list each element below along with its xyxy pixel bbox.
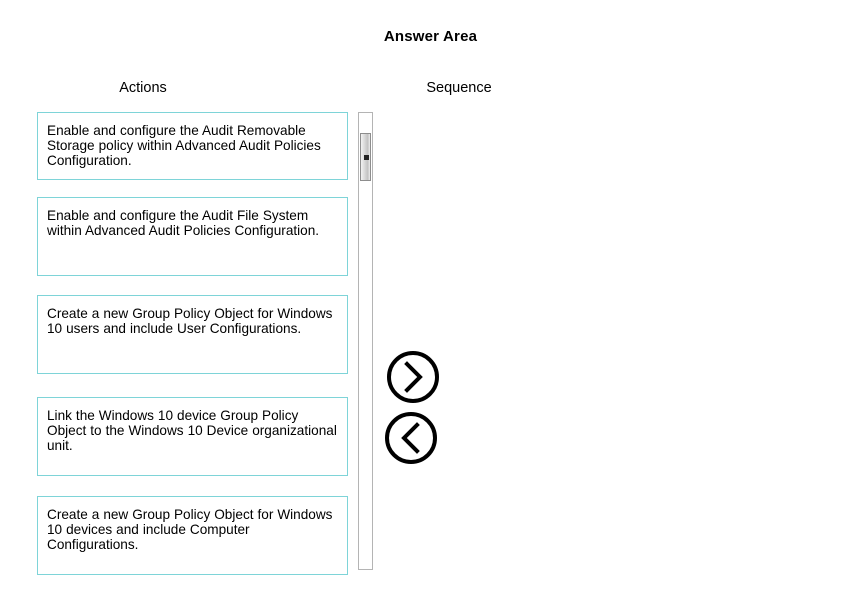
action-item[interactable]: Create a new Group Policy Object for Win… [37,496,348,575]
scrollbar-grip-icon [364,155,369,160]
actions-scrollbar[interactable] [358,112,373,570]
action-item-text: Create a new Group Policy Object for Win… [47,306,333,337]
page-title-text: Answer Area [383,28,478,45]
chevron-right-circle-icon [387,351,439,403]
move-left-button[interactable] [384,411,438,465]
action-item-text: Enable and configure the Audit File Syst… [47,208,320,239]
action-item[interactable]: Enable and configure the Audit Removable… [37,112,348,180]
actions-scrollbar-thumb[interactable] [360,133,371,181]
sequence-drop-area[interactable] [386,112,826,570]
sequence-column-header: Sequence [426,80,492,96]
action-item-text: Link the Windows 10 device Group Policy … [47,408,337,454]
action-item[interactable]: Link the Windows 10 device Group Policy … [37,397,348,476]
action-item[interactable]: Create a new Group Policy Object for Win… [37,295,348,374]
actions-list: Enable and configure the Audit Removable… [37,112,350,575]
action-item-text: Enable and configure the Audit Removable… [47,123,321,169]
move-right-button[interactable] [386,350,440,404]
action-item[interactable]: Enable and configure the Audit File Syst… [37,197,348,276]
page-title: Answer Area [0,28,855,45]
actions-column-header: Actions [119,80,167,96]
action-item-text: Create a new Group Policy Object for Win… [47,507,333,553]
chevron-left-circle-icon [385,412,437,464]
